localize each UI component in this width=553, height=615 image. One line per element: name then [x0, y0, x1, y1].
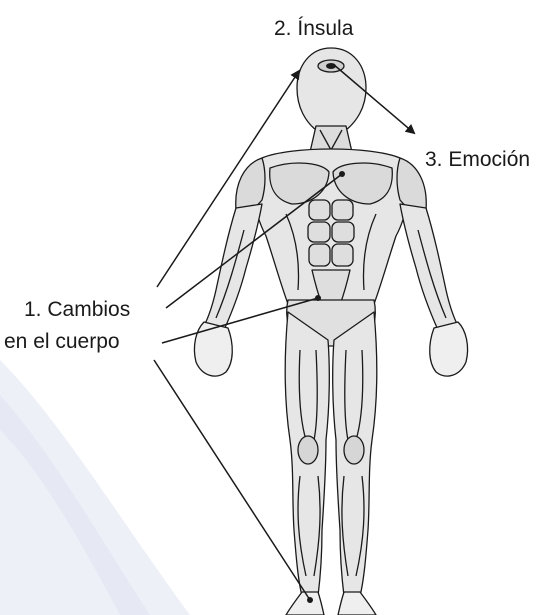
- human-figure: [194, 48, 467, 615]
- left-hand: [194, 322, 232, 376]
- label-insula-number: 2.: [274, 17, 292, 40]
- right-foot: [338, 592, 376, 615]
- label-insula: 2. Ínsula: [274, 18, 353, 39]
- label-cambios-number: 1.: [24, 298, 42, 321]
- right-hand: [430, 322, 468, 376]
- label-emocion-text: Emoción: [448, 148, 530, 171]
- label-emocion-number: 3.: [425, 148, 443, 171]
- right-arm: [400, 204, 458, 330]
- label-cambios-line1: 1. Cambios: [24, 299, 130, 320]
- background-swoosh: [0, 360, 190, 615]
- label-cambios-line2: en el cuerpo: [4, 331, 120, 352]
- neck: [310, 126, 352, 152]
- label-cambios-text: Cambios: [47, 298, 130, 321]
- left-arm: [204, 204, 262, 330]
- label-emocion: 3. Emoción: [425, 149, 530, 170]
- left-foot: [286, 592, 324, 615]
- label-insula-text: Ínsula: [297, 17, 353, 40]
